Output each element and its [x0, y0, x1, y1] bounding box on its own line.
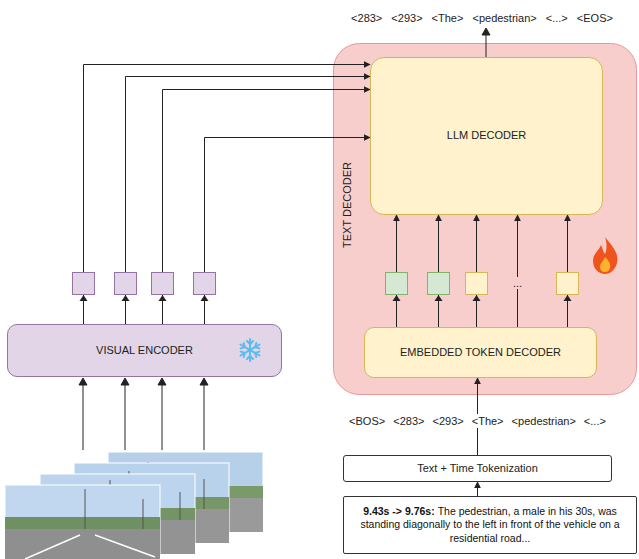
token-arrowheads	[80, 295, 572, 301]
timestamp: 9.43s -> 9.76s:	[363, 505, 435, 517]
box-label: Text + Time Tokenization	[417, 462, 538, 474]
time-token	[386, 273, 450, 295]
box-label: VISUAL ENCODER	[96, 344, 193, 356]
flow-arrow	[396, 215, 397, 327]
caption-box: 9.43s -> 9.76s:The pedestrian, a male in…	[343, 496, 637, 554]
output-arrow	[482, 28, 490, 57]
flow-arrow	[126, 77, 371, 325]
flow-arrow	[163, 90, 371, 325]
video-frames	[5, 452, 263, 559]
decoder-panel	[334, 44, 637, 395]
output-tokens: <283> <293> <The> <pedestrian> <...> <EO…	[351, 12, 613, 24]
decoder-box: LLM DECODER	[370, 57, 603, 215]
ellipsis: ...	[511, 277, 524, 289]
text-token	[466, 273, 579, 295]
decoder-group: TEXT DECODER LLM DECODER EMBEDDED TOKEN DE…	[333, 43, 637, 395]
box-label: LLM DECODER	[447, 129, 526, 141]
group-title: TEXT DECODER	[341, 162, 353, 248]
flow-arrow	[205, 138, 371, 325]
flow-arrow	[438, 215, 439, 327]
flow-arrow	[84, 65, 371, 325]
flow-arrow	[517, 215, 518, 327]
decoder-box: EMBEDDED TOKEN DECODER	[364, 327, 597, 378]
frozen-icon	[237, 337, 263, 363]
process-box: Text + Time Tokenization	[343, 455, 612, 482]
flow-arrow	[477, 482, 478, 496]
flow-arrow	[476, 215, 477, 327]
flame-icon	[593, 237, 617, 274]
frame-arrows	[79, 378, 208, 450]
visual-token	[73, 273, 216, 295]
encoder-box: VISUAL ENCODER	[7, 324, 282, 377]
flow-arrow	[567, 215, 568, 327]
box-label: EMBEDDED TOKEN DECODER	[400, 346, 561, 358]
input-tokens: <BOS> <283> <293> <The> <pedestrian> <..…	[346, 414, 609, 428]
